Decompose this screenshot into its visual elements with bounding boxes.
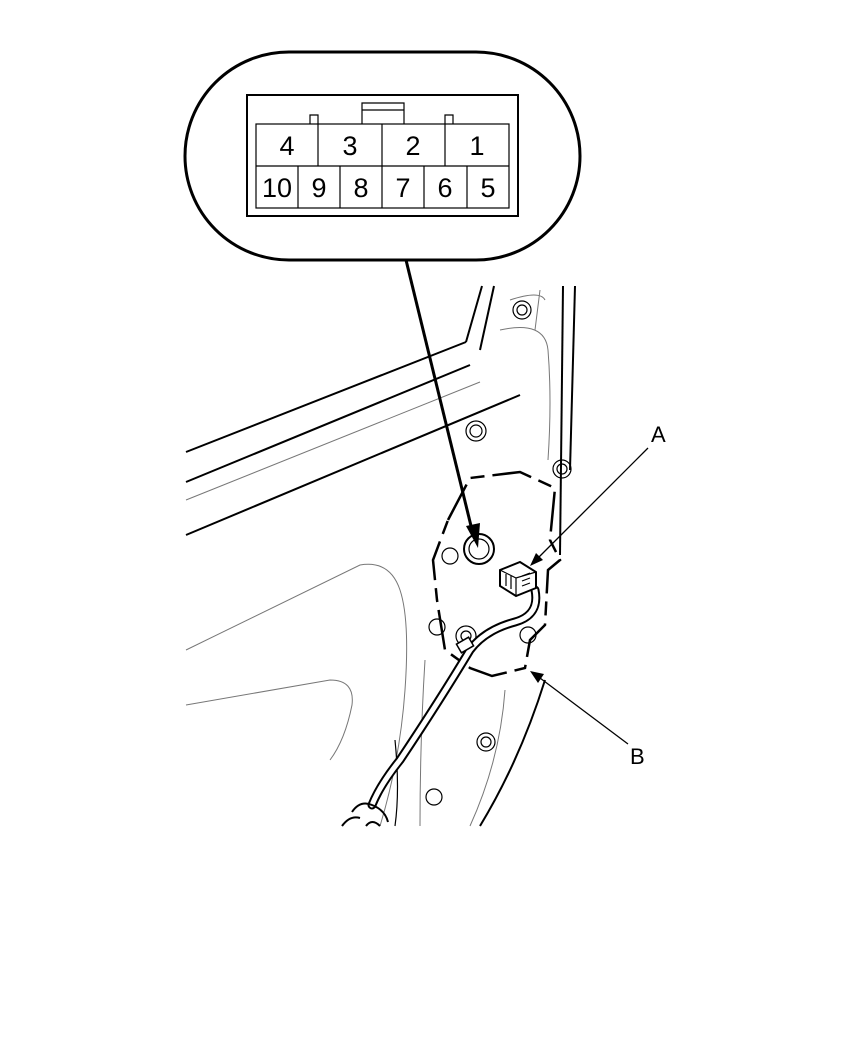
pillar-edge bbox=[479, 285, 495, 351]
window-rail-inner bbox=[185, 381, 481, 501]
bolt-hole bbox=[516, 304, 528, 316]
callout-b-leader bbox=[539, 677, 629, 745]
bolt-hole bbox=[556, 463, 568, 475]
pin-label: 2 bbox=[405, 131, 420, 161]
pin-label: 3 bbox=[342, 131, 357, 161]
bolt-hole bbox=[512, 300, 532, 320]
pillar-edge bbox=[569, 285, 576, 471]
harness-clip bbox=[455, 636, 475, 654]
bolt-hole bbox=[425, 788, 443, 806]
bolt-hole bbox=[441, 547, 459, 565]
window-rail bbox=[185, 394, 521, 536]
pin-label: 9 bbox=[311, 173, 326, 203]
pin-label: 10 bbox=[262, 173, 292, 203]
inset-pointer-arrow bbox=[466, 523, 480, 548]
pillar-inner bbox=[509, 294, 546, 301]
leader-lines bbox=[404, 259, 649, 745]
pillar-edge bbox=[559, 285, 564, 556]
connector-key-left bbox=[309, 114, 319, 124]
bolt-hole bbox=[469, 424, 483, 438]
trim-panel-edge bbox=[185, 679, 353, 761]
connector-key-right bbox=[444, 114, 454, 124]
window-rail bbox=[185, 364, 471, 483]
pillar-lower bbox=[469, 689, 506, 827]
window-rail bbox=[185, 341, 467, 453]
pillar-lower bbox=[419, 659, 426, 827]
harness-connector-a bbox=[499, 560, 537, 598]
bolt-hole bbox=[480, 736, 492, 748]
door-panel-illustration bbox=[185, 285, 576, 827]
pillar-lower bbox=[479, 679, 546, 827]
inset-pointer-line bbox=[404, 259, 474, 531]
pin-label: 7 bbox=[395, 173, 410, 203]
pillar-edge bbox=[465, 285, 483, 343]
pillar-inner bbox=[499, 327, 551, 461]
trim-panel-edge bbox=[185, 563, 408, 827]
bolt-hole bbox=[428, 618, 446, 636]
connector-socket-inner bbox=[468, 538, 490, 560]
callout-label-b: B bbox=[630, 744, 645, 769]
pin-label: 1 bbox=[469, 131, 484, 161]
bolt-hole bbox=[476, 732, 496, 752]
wire-harness bbox=[369, 587, 539, 808]
trim-panel-edge bbox=[394, 739, 399, 827]
connector-lock-tab bbox=[361, 102, 405, 124]
callout-a-arrow bbox=[530, 553, 543, 566]
connector-inset: 4 3 2 1 10 9 8 7 6 5 bbox=[183, 50, 582, 262]
callout-b-arrow bbox=[530, 671, 544, 683]
pillar-inner bbox=[534, 289, 541, 331]
harness-end bbox=[341, 802, 389, 827]
callout-label-a: A bbox=[651, 422, 666, 447]
pin-label: 4 bbox=[279, 131, 294, 161]
cover-outline bbox=[431, 470, 562, 678]
bolt-hole bbox=[465, 420, 487, 442]
pin-label: 5 bbox=[480, 173, 495, 203]
bolt-hole bbox=[552, 459, 572, 479]
pin-label: 6 bbox=[437, 173, 452, 203]
callout-a-leader bbox=[537, 447, 649, 559]
pin-label: 8 bbox=[353, 173, 368, 203]
